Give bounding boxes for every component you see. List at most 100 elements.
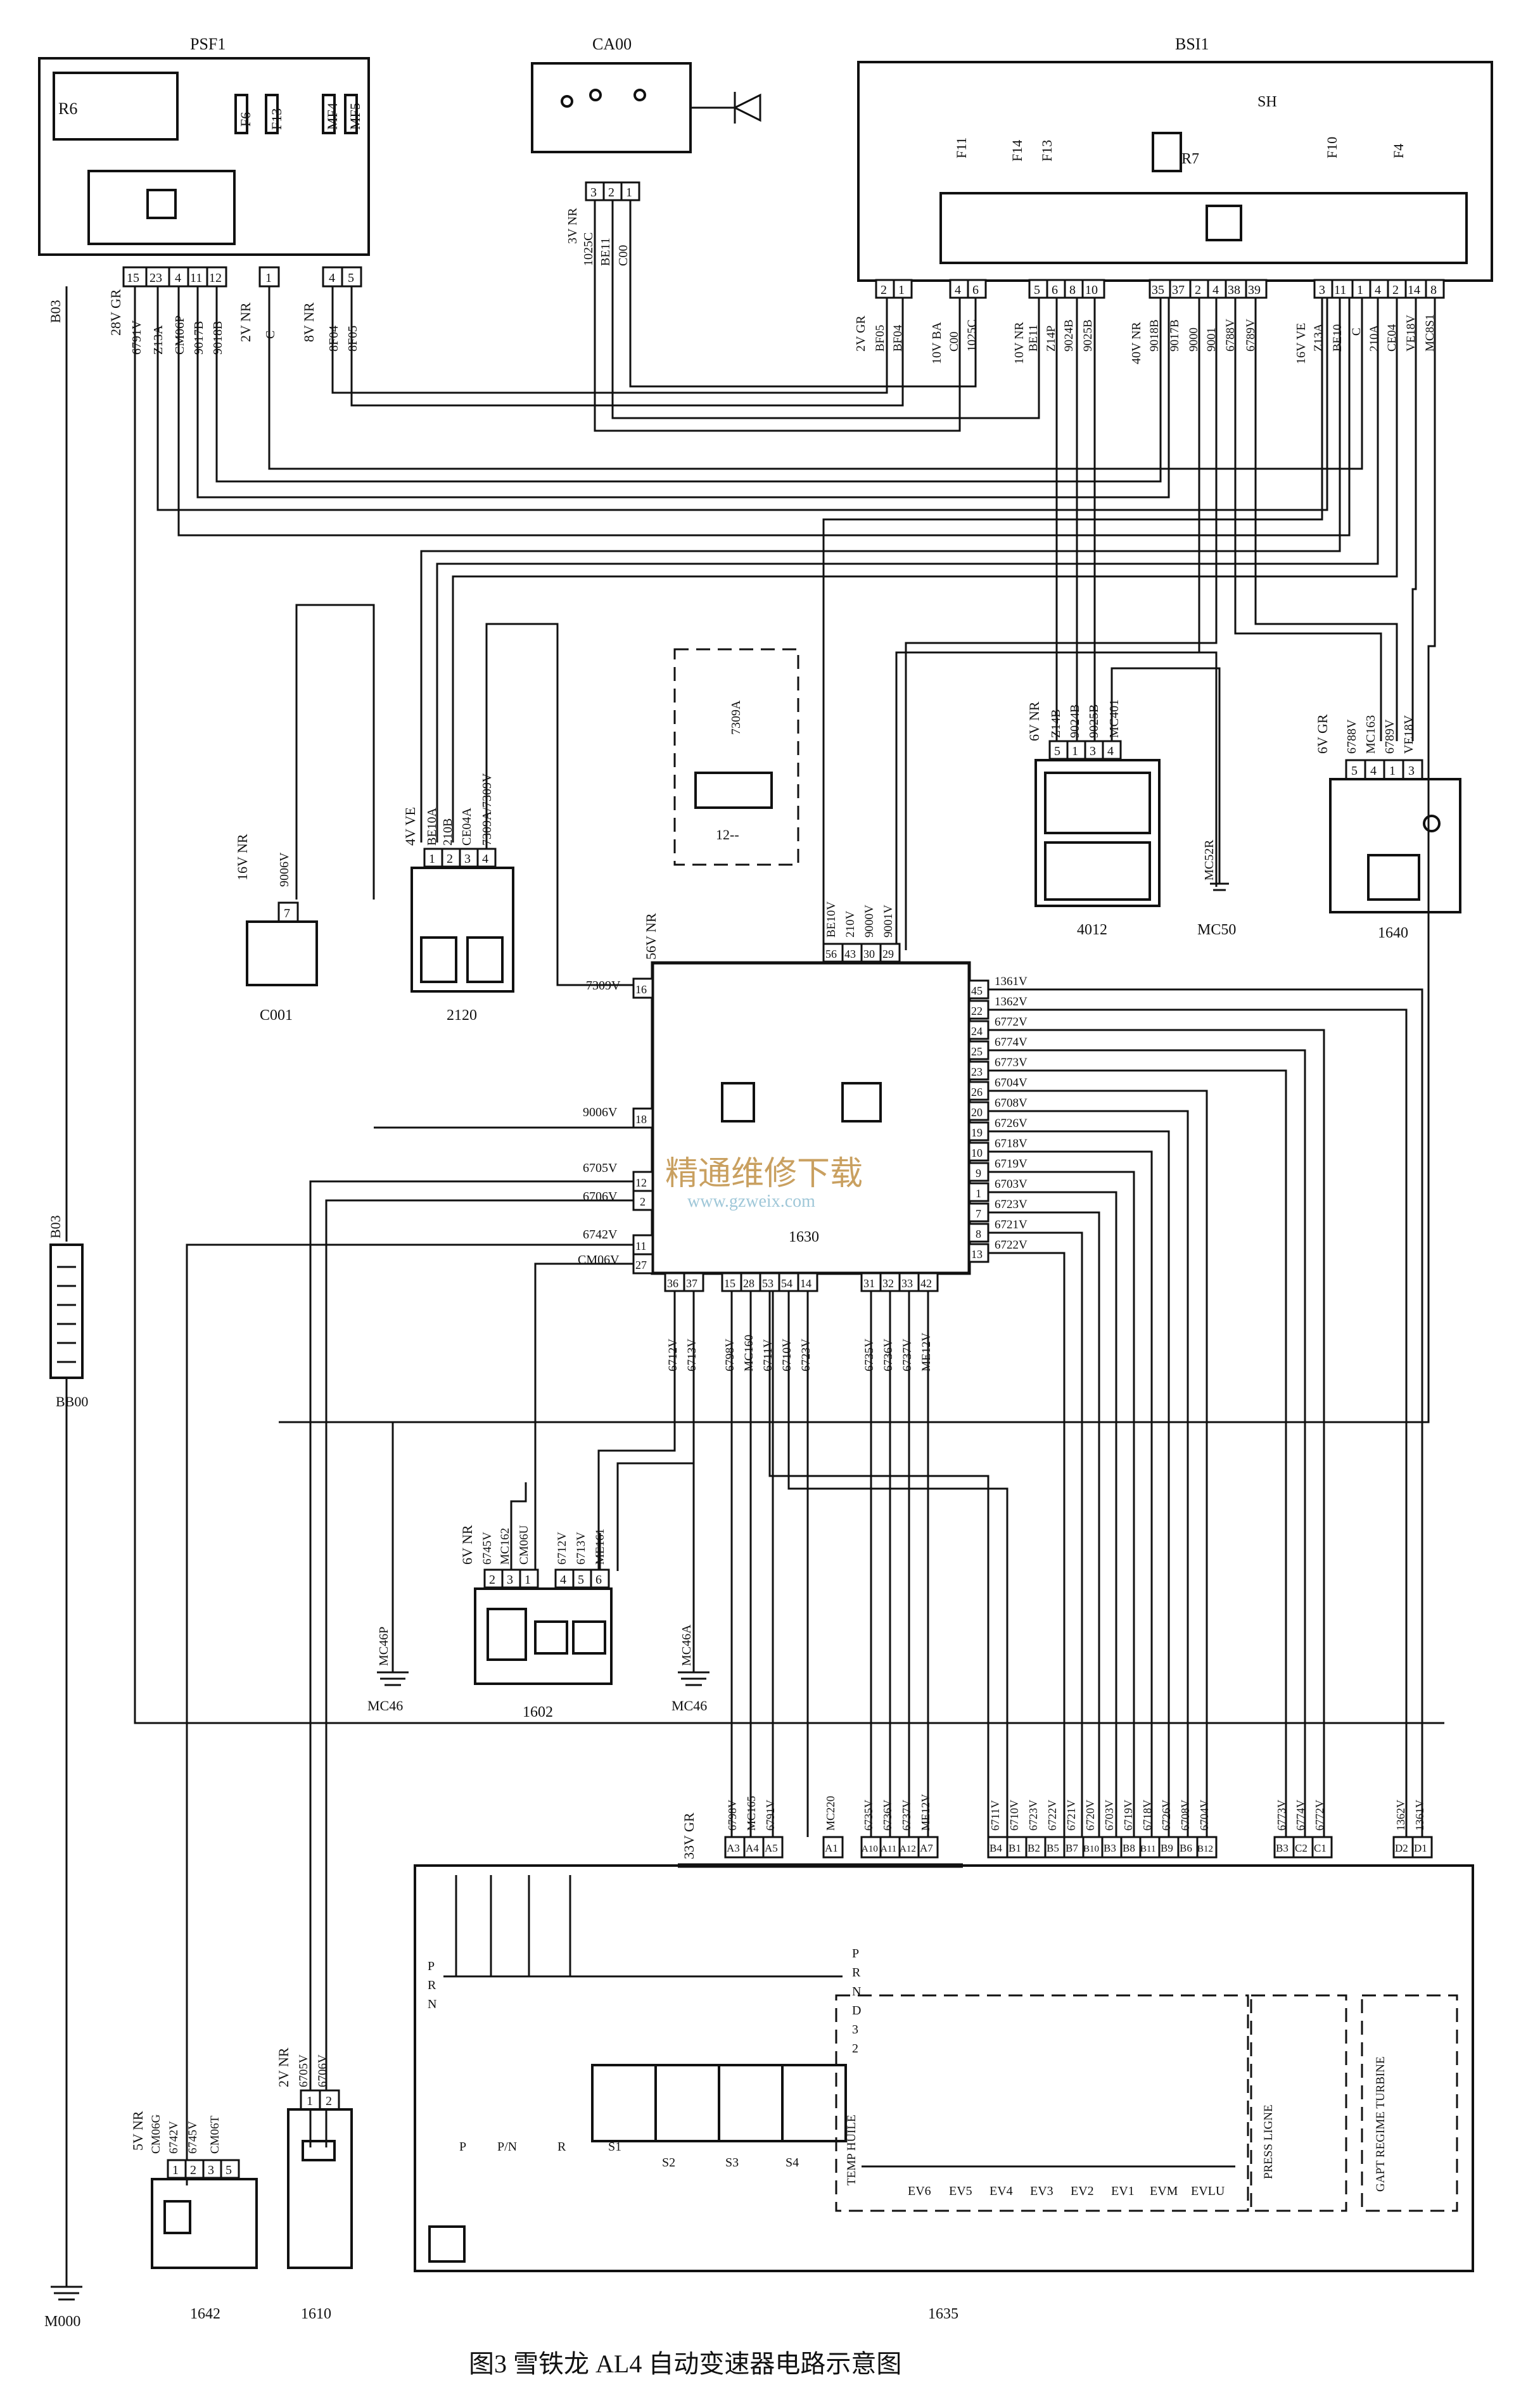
svg-text:6703V: 6703V	[995, 1178, 1028, 1191]
svg-text:32: 32	[882, 1277, 894, 1290]
svg-text:6735V: 6735V	[863, 1339, 876, 1371]
svg-text:R: R	[852, 1966, 861, 1980]
svg-text:A7: A7	[920, 1842, 933, 1854]
svg-text:6798V: 6798V	[723, 1339, 737, 1371]
svg-text:19: 19	[971, 1126, 983, 1139]
svg-text:56: 56	[825, 948, 837, 960]
svg-text:1: 1	[1357, 283, 1363, 297]
svg-text:B9: B9	[1161, 1842, 1173, 1854]
svg-text:10: 10	[971, 1147, 983, 1159]
svg-text:B2: B2	[1028, 1842, 1040, 1854]
svg-text:5V NR: 5V NR	[130, 2111, 146, 2151]
svg-text:3: 3	[1319, 283, 1325, 297]
svg-text:6798V: 6798V	[726, 1800, 739, 1831]
svg-text:6: 6	[1052, 283, 1058, 297]
c1635-pins: A3 A4 A5 A1 A10 A11 A12 A7 B4 B1 B2 B5 B…	[724, 1836, 1433, 1859]
svg-text:CE04: CE04	[1385, 324, 1399, 352]
svg-text:4: 4	[1212, 283, 1219, 297]
svg-text:7309V: 7309V	[586, 979, 621, 993]
psf1-label: PSF1	[190, 35, 226, 53]
svg-text:S2: S2	[662, 2156, 675, 2170]
mf5-label: MF5	[347, 103, 363, 130]
svg-text:BE10V: BE10V	[825, 901, 838, 938]
svg-text:6774V: 6774V	[995, 1036, 1028, 1049]
svg-text:1: 1	[307, 2094, 313, 2108]
svg-text:24: 24	[971, 1025, 983, 1038]
svg-text:S1: S1	[608, 2140, 621, 2154]
svg-text:3: 3	[507, 1573, 513, 1587]
svg-text:F10: F10	[1324, 137, 1340, 158]
svg-text:2: 2	[190, 2163, 196, 2177]
svg-text:VE18V: VE18V	[1402, 715, 1416, 754]
svg-text:4: 4	[560, 1573, 566, 1587]
svg-text:9000V: 9000V	[863, 905, 876, 938]
bsi1-label: BSI1	[1175, 35, 1209, 53]
svg-text:6704V: 6704V	[1198, 1800, 1211, 1831]
svg-text:2: 2	[881, 283, 887, 297]
ecu-left-pins: 16 7309V 18 9006V 12 6705V 2 6706V 11 67…	[578, 977, 654, 1275]
svg-text:9017B: 9017B	[192, 321, 206, 355]
svg-text:10: 10	[1085, 283, 1098, 297]
svg-text:D1: D1	[1414, 1842, 1427, 1854]
svg-text:2: 2	[447, 852, 453, 866]
svg-text:1: 1	[976, 1187, 981, 1200]
c1602-unit: 6V NR 6745V MC162 CM06U 6712V 6713V ME16…	[367, 1422, 710, 1720]
c1640-label: 1640	[1378, 925, 1408, 941]
svg-text:R: R	[557, 2140, 566, 2154]
svg-text:B3: B3	[1276, 1842, 1289, 1854]
svg-text:Z14P: Z14P	[1045, 326, 1058, 352]
svg-text:B10: B10	[1083, 1844, 1099, 1854]
svg-text:MC52R: MC52R	[1202, 839, 1216, 881]
svg-text:1: 1	[898, 283, 905, 297]
svg-text:23: 23	[150, 271, 162, 285]
svg-text:6788V: 6788V	[1224, 319, 1237, 352]
svg-text:1: 1	[1072, 744, 1078, 758]
mf4-label: MF4	[324, 103, 340, 130]
svg-text:2: 2	[1392, 283, 1399, 297]
svg-text:9025B: 9025B	[1081, 319, 1095, 352]
svg-text:EV5: EV5	[949, 2184, 972, 2198]
svg-text:BE11: BE11	[1027, 324, 1040, 352]
svg-text:25: 25	[971, 1045, 983, 1058]
svg-text:A1: A1	[825, 1842, 838, 1854]
svg-text:13: 13	[971, 1248, 983, 1261]
svg-text:9001V: 9001V	[882, 905, 895, 938]
svg-text:9018B: 9018B	[1148, 319, 1161, 352]
svg-text:3: 3	[464, 852, 471, 866]
svg-text:8: 8	[1069, 283, 1076, 297]
svg-text:6704V: 6704V	[995, 1076, 1028, 1090]
bsi1-pins: 2 1 4 6 5 6 8 10 35 37 2 4 38 39 3 11 1 …	[854, 279, 1445, 364]
svg-text:2: 2	[1195, 283, 1201, 297]
svg-text:10V BA: 10V BA	[930, 322, 944, 364]
ecu-left-wires	[186, 1126, 633, 2185]
svg-text:53: 53	[762, 1277, 773, 1290]
svg-text:6791V: 6791V	[130, 320, 144, 355]
svg-text:F4: F4	[1390, 144, 1406, 158]
svg-text:9000: 9000	[1187, 328, 1200, 352]
svg-text:F14: F14	[1009, 140, 1025, 162]
bsi1-unit: BSI1 SH R7 F11 F14 F13 F10 F4	[857, 35, 1493, 282]
svg-text:MC220: MC220	[824, 1796, 837, 1831]
svg-text:1362V: 1362V	[1394, 1800, 1407, 1831]
svg-text:CM06P: CM06P	[173, 315, 187, 355]
svg-text:1: 1	[429, 852, 435, 866]
svg-text:6710V: 6710V	[780, 1339, 794, 1371]
svg-text:6723V: 6723V	[995, 1198, 1028, 1211]
turbine-sensor: GAPT REGIME TURBINE	[1361, 1994, 1458, 2212]
svg-text:A5: A5	[765, 1842, 778, 1854]
svg-text:6719V: 6719V	[995, 1157, 1028, 1171]
svg-text:4: 4	[1107, 744, 1114, 758]
svg-text:11: 11	[190, 271, 202, 285]
svg-text:A4: A4	[746, 1842, 759, 1854]
svg-text:12: 12	[635, 1176, 647, 1189]
svg-text:1025C: 1025C	[965, 319, 979, 352]
svg-text:9: 9	[976, 1167, 981, 1180]
svg-text:33: 33	[901, 1277, 913, 1290]
svg-text:6706V: 6706V	[583, 1190, 618, 1204]
upper-harness	[134, 200, 1444, 1724]
c1635-wire-labels: 6798V MC165 6791V MC220 6735V 6736V 6737…	[726, 1794, 1426, 1831]
c1642-label: 1642	[190, 2306, 220, 2322]
svg-text:B11: B11	[1140, 1844, 1155, 1854]
svg-text:BB00: BB00	[56, 1394, 88, 1409]
svg-text:C00: C00	[616, 245, 630, 266]
